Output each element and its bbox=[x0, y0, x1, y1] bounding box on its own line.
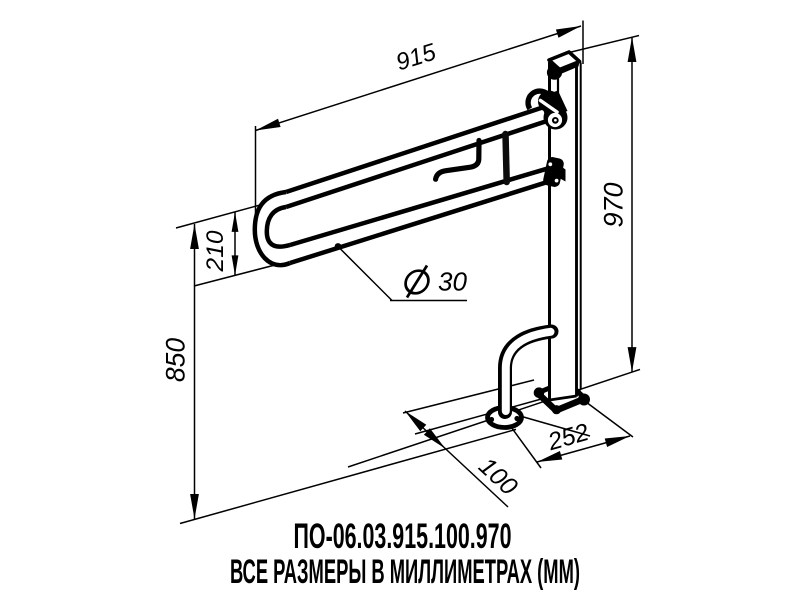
svg-text:ВСЕ РАЗМЕРЫ В МИЛЛИМЕТРАХ (ММ): ВСЕ РАЗМЕРЫ В МИЛЛИМЕТРАХ (ММ) bbox=[230, 553, 580, 591]
svg-text:30: 30 bbox=[438, 267, 467, 297]
svg-text:915: 915 bbox=[393, 38, 440, 76]
svg-text:210: 210 bbox=[202, 230, 229, 272]
svg-text:100: 100 bbox=[473, 452, 523, 501]
svg-text:970: 970 bbox=[599, 182, 629, 227]
svg-text:ПО-06.03.915.100.970: ПО-06.03.915.100.970 bbox=[294, 517, 512, 556]
svg-text:850: 850 bbox=[161, 338, 191, 382]
